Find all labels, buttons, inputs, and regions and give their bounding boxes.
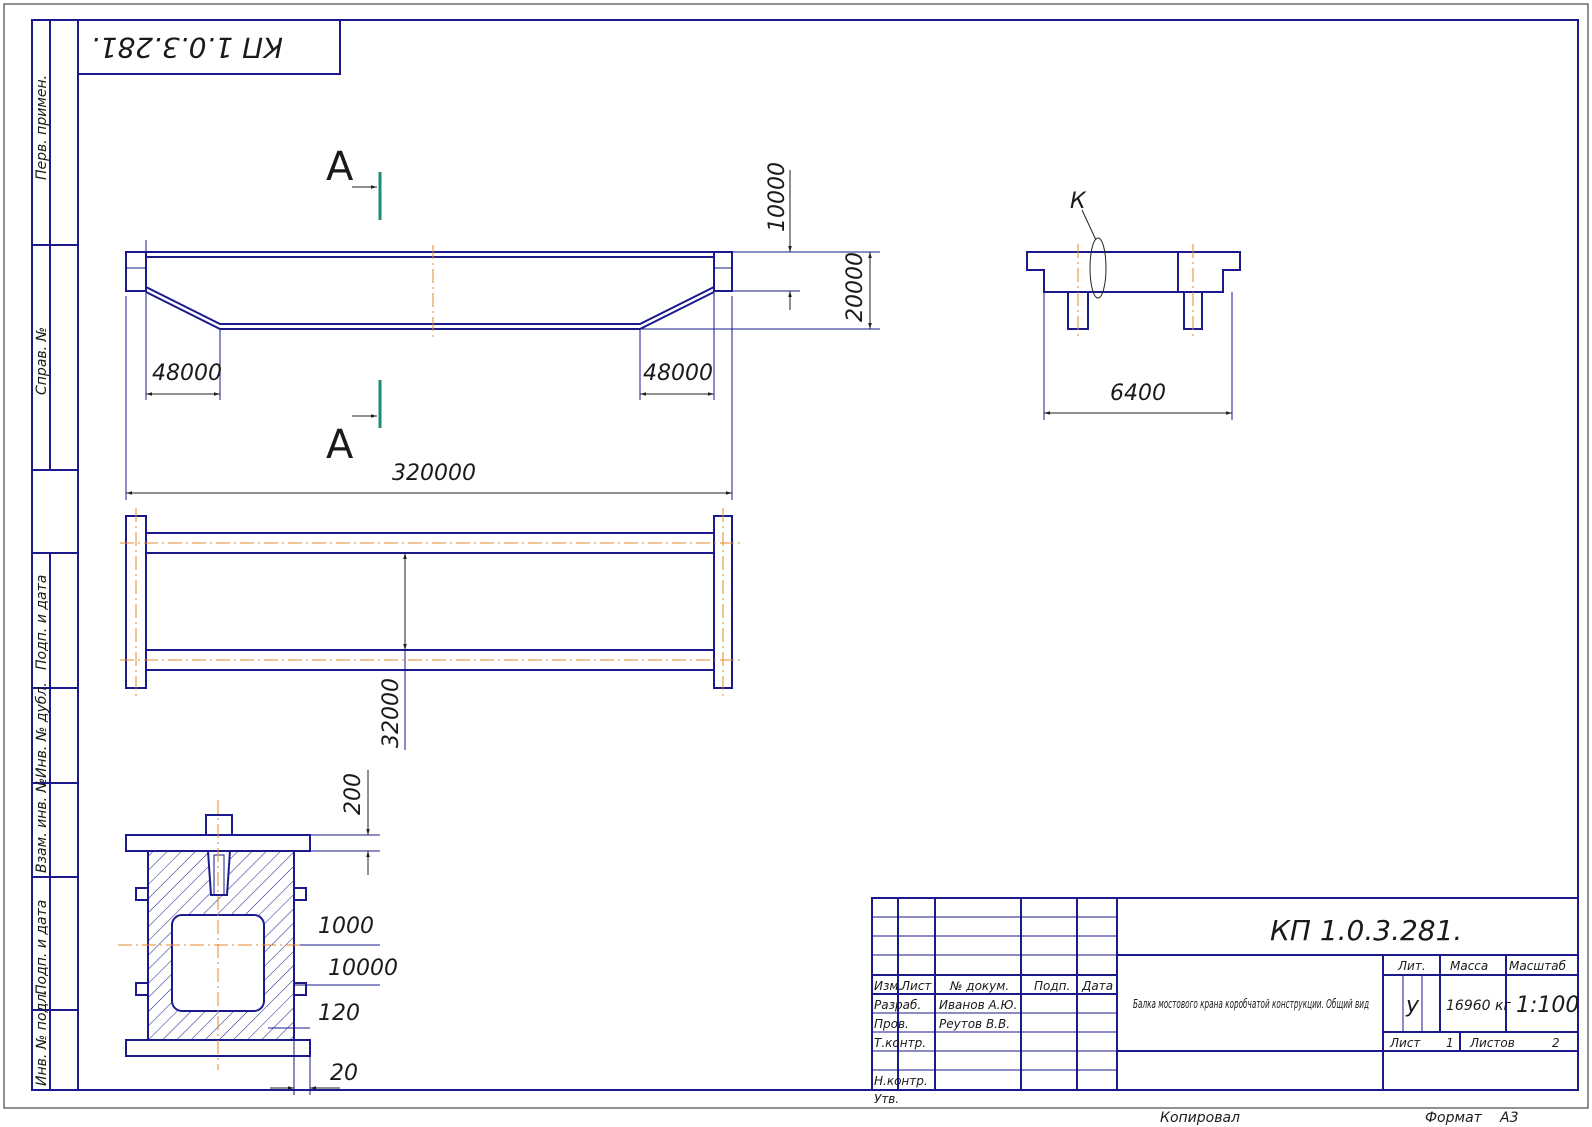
tb-podp: Подп. xyxy=(1034,979,1070,993)
tb-nkontr: Н.контр. xyxy=(874,1074,928,1088)
side-sprav-no: Справ. № xyxy=(34,327,50,395)
tb-prov-name: Реутов В.В. xyxy=(939,1017,1010,1031)
dim-120: 120 xyxy=(318,1001,360,1026)
side-podp-data-2: Подп. и дата xyxy=(34,900,50,995)
tb-razrab-name: Иванов А.Ю. xyxy=(939,998,1017,1012)
footer-format: Формат xyxy=(1425,1110,1483,1126)
tb-razrab: Разраб. xyxy=(874,998,921,1012)
side-inv-dubl: Инв. № дубл. xyxy=(34,682,50,778)
dim-1000: 1000 xyxy=(318,914,374,939)
tb-utv: Утв. xyxy=(874,1092,899,1106)
beam-end-view: К 6400 xyxy=(1026,189,1241,420)
dim-10000-top: 10000 xyxy=(765,162,790,232)
tb-lit-value: у xyxy=(1405,993,1420,1018)
side-inv-podl: Инв. № подл. xyxy=(34,989,50,1086)
view-label-k: К xyxy=(1070,189,1087,214)
side-vzam-inv: Взам. инв. № xyxy=(34,778,50,873)
beam-plan-view: 32000 xyxy=(120,508,740,750)
side-perv-primen: Перв. примен. xyxy=(34,75,50,180)
tb-massa: Масса xyxy=(1450,959,1488,973)
title-block: КП 1.0.3.281. Балка мостового крана коро… xyxy=(871,897,1579,1106)
tb-izm: Изм. xyxy=(874,979,902,993)
tb-massa-value: 16960 кг xyxy=(1446,998,1511,1014)
section-label-top: A xyxy=(326,144,354,190)
tb-masshtab-value: 1:100 xyxy=(1516,993,1579,1018)
rotated-code: КП 1.0.3.281. xyxy=(91,31,283,64)
footer-format-value: А3 xyxy=(1499,1110,1518,1126)
dim-6400: 6400 xyxy=(1110,381,1166,406)
footer-kopiroval: Копировал xyxy=(1160,1110,1240,1126)
dim-20000: 20000 xyxy=(843,252,868,322)
tb-list-value: 1 xyxy=(1446,1036,1454,1050)
beam-front-view: 48000 48000 320000 10000 20000 xyxy=(125,162,880,500)
tb-listov-label: Листов xyxy=(1469,1036,1515,1050)
tb-no-dokum: № докум. xyxy=(949,979,1009,993)
dim-20: 20 xyxy=(330,1061,358,1086)
tb-lit: Лит. xyxy=(1397,959,1426,973)
tb-tkontr: Т.контр. xyxy=(874,1036,926,1050)
dim-10000-sec: 10000 xyxy=(328,956,398,981)
rotated-code-box xyxy=(77,19,341,75)
dim-48000-right: 48000 xyxy=(643,361,713,386)
title-description: Балка мостового крана коробчатой констру… xyxy=(1133,997,1369,1011)
tb-prov: Пров. xyxy=(874,1017,909,1031)
section-label-bottom: A xyxy=(326,422,354,468)
tb-data: Дата xyxy=(1081,979,1113,993)
sheet-outer-border xyxy=(3,3,1589,1109)
section-a-a: 200 1000 10000 120 20 xyxy=(118,770,398,1095)
tb-listov-value: 2 xyxy=(1552,1036,1560,1050)
title-code: КП 1.0.3.281. xyxy=(1270,914,1462,947)
dim-48000-left: 48000 xyxy=(152,361,222,386)
dim-320000: 320000 xyxy=(392,461,476,486)
tb-list-label: Лист xyxy=(1389,1036,1421,1050)
dim-200: 200 xyxy=(341,773,366,815)
side-podp-data-1: Подп. и дата xyxy=(34,575,50,670)
tb-list: Лист xyxy=(900,979,932,993)
section-cut-a: A A xyxy=(326,144,382,468)
tb-masshtab: Масштаб xyxy=(1509,959,1567,973)
dim-32000: 32000 xyxy=(379,678,404,748)
side-strip: Перв. примен. Справ. № Подп. и дата Инв.… xyxy=(31,19,79,1091)
